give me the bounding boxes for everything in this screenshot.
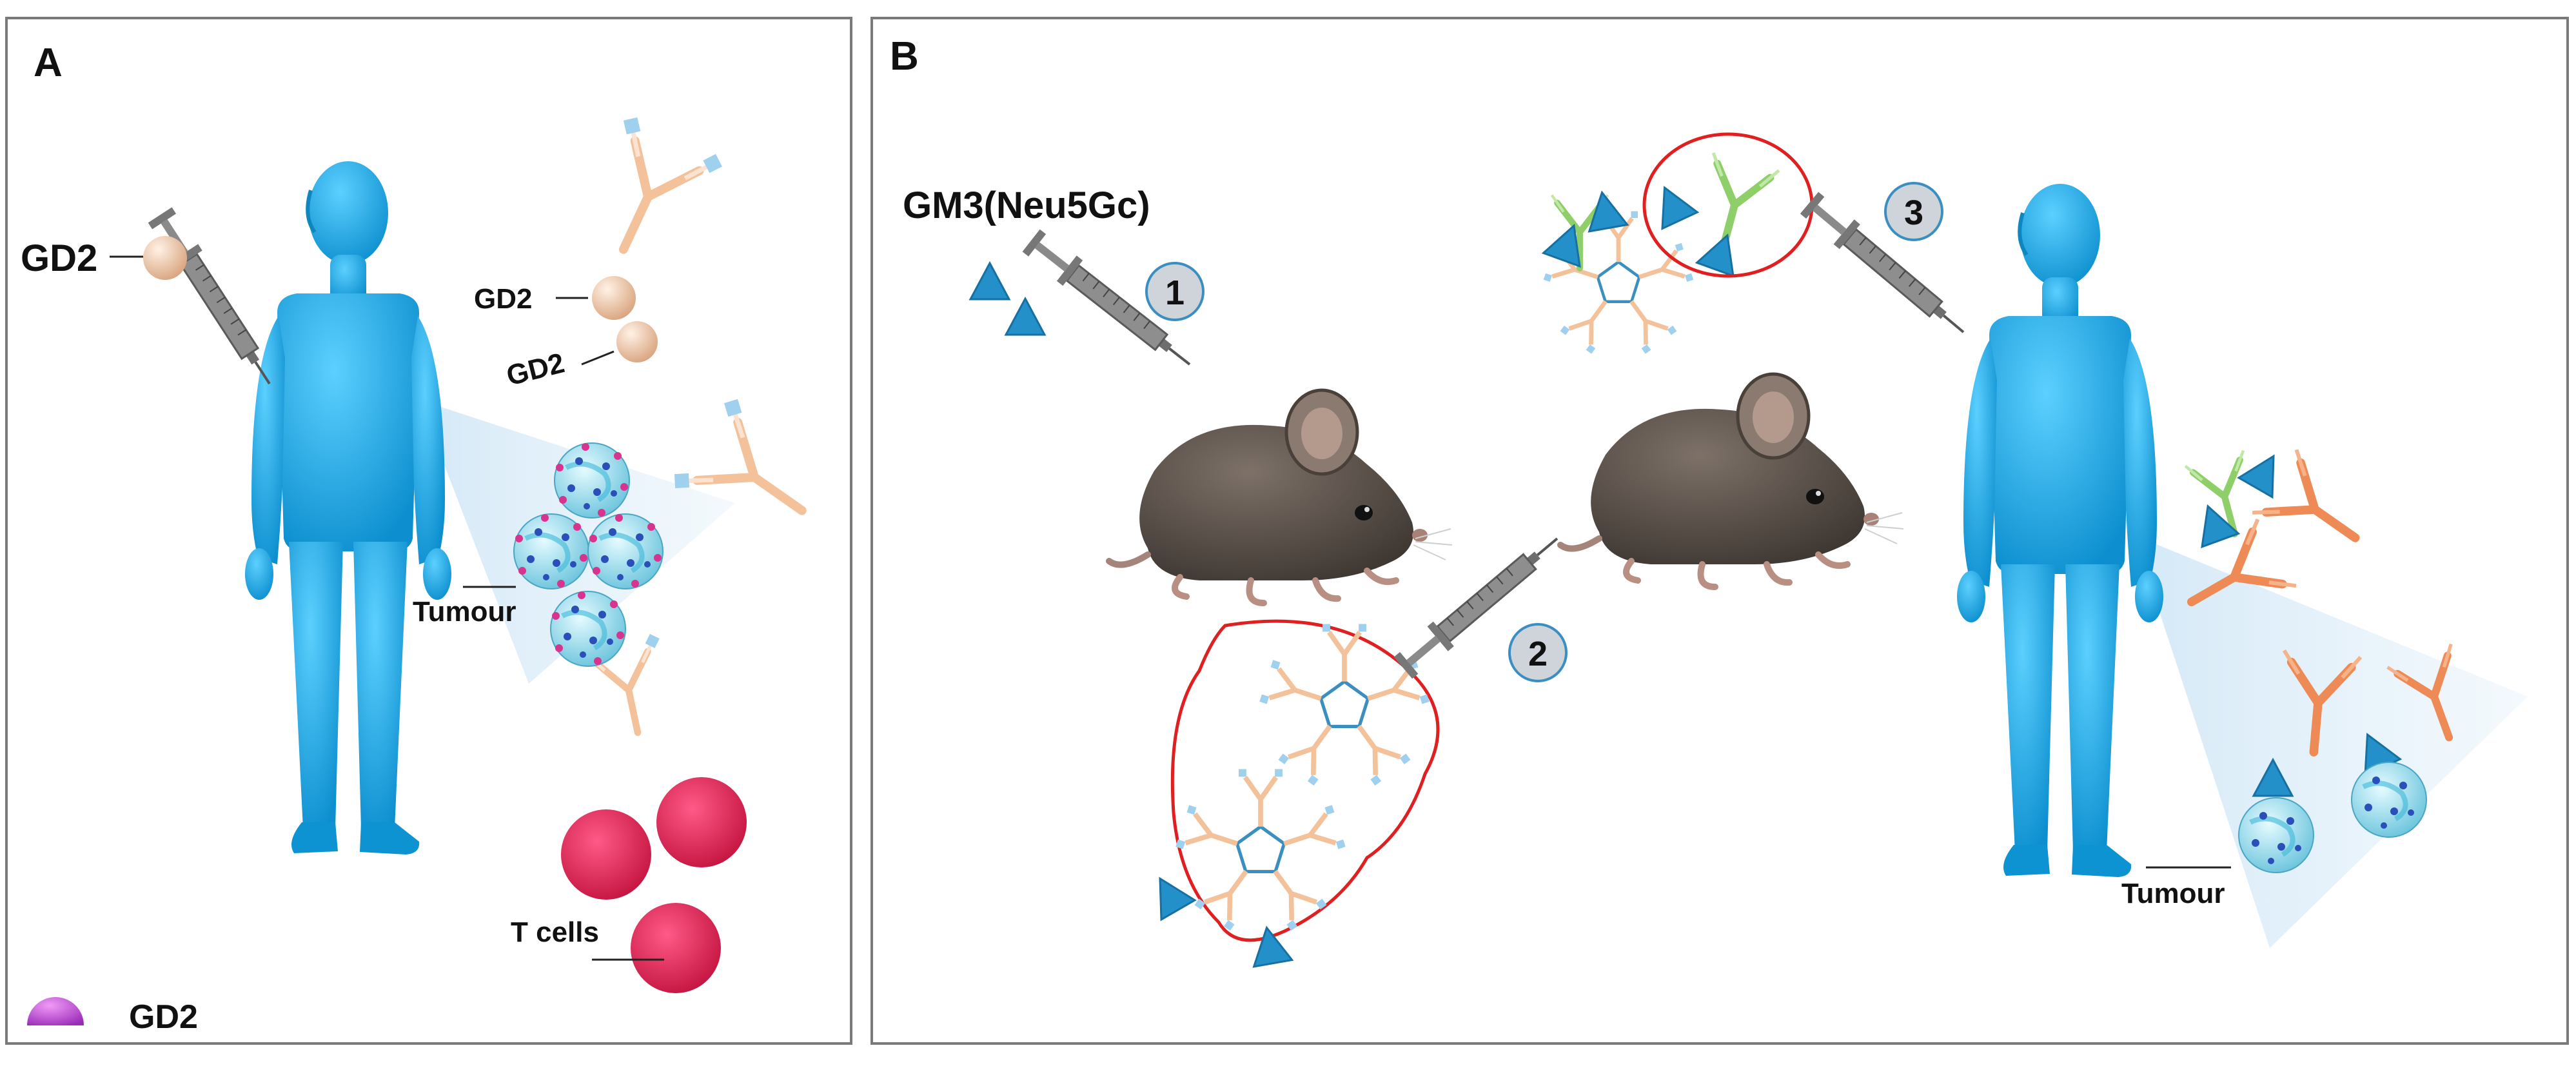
panel-b-antigen-triangle-8: [1696, 228, 1747, 277]
panel-b-tumour-cell-1: [2239, 798, 2314, 873]
panel-b-antigen-triangle-6: [1582, 188, 1629, 233]
panel-a-gd2-bead-2: [616, 321, 658, 362]
panel-b-mouse-2: [1560, 374, 1903, 587]
panel-a-gd2-bead-1: [592, 276, 636, 320]
step-3-badge: [1884, 182, 1943, 241]
panel-b-tumour-cell-2: [2352, 762, 2426, 837]
panel-b-antigen-triangle-7: [1646, 178, 1698, 230]
panel-b-tumour-label: Tumour: [2121, 878, 2225, 909]
step-1-badge: [1145, 262, 1204, 321]
step-2-badge: [1508, 623, 1568, 682]
step-1-number: 1: [1165, 273, 1185, 312]
panel-a-tumour-cell-4: [551, 591, 625, 666]
panel-a-gd2-injection-label: GD2: [21, 237, 97, 279]
panel-b-target-cone: [2134, 535, 2528, 948]
panel-a-gd2-leader-2: [581, 350, 615, 366]
panel-a-gd2-label-1: GD2: [474, 283, 532, 315]
panel-a-tcell-2: [561, 809, 651, 900]
panel-a-gd2-label-2: GD2: [504, 347, 568, 391]
panel-b-antigen-triangle-9: [2237, 445, 2292, 499]
panel-b-letter: B: [890, 34, 919, 79]
panel-b-patient-figure: [1957, 184, 2163, 877]
panel-b-antigen-triangle-2: [1005, 297, 1046, 336]
panel-a-tcell-1: [656, 777, 747, 867]
panel-b-antigen-label: GM3(Neu5Gc): [903, 184, 1150, 226]
panel-b-mouse-1: [1109, 390, 1452, 603]
panel-a-antibody-1: [574, 113, 725, 273]
panel-a-frame: [5, 17, 852, 1045]
panel-a-tumour-cell-2: [514, 514, 589, 589]
panel-a-letter: A: [34, 41, 63, 85]
panel-b-serum-outline: [1170, 619, 1440, 942]
step-3-number: 3: [1904, 193, 1923, 232]
panel-a-tumour-label: Tumour: [413, 596, 516, 628]
legend-gd2-label: GD2: [129, 998, 198, 1036]
panel-a-tumour-cell-1: [555, 443, 629, 518]
panel-b-green-antibody-2: [1690, 153, 1778, 256]
step-2-number: 2: [1528, 635, 1548, 673]
panel-b-antigen-triangle-1: [969, 262, 1010, 301]
panel-a-tcell-3: [631, 903, 721, 993]
panel-b-frame: [870, 17, 2569, 1045]
panel-a-tcells-label: T cells: [511, 916, 599, 948]
legend-gd2-dome: [27, 997, 84, 1025]
panel-a-gd2-vaccine-bead: [143, 236, 187, 280]
panel-a-tumour-cell-3: [588, 514, 663, 589]
panel-a-patient-figure: [245, 161, 451, 855]
